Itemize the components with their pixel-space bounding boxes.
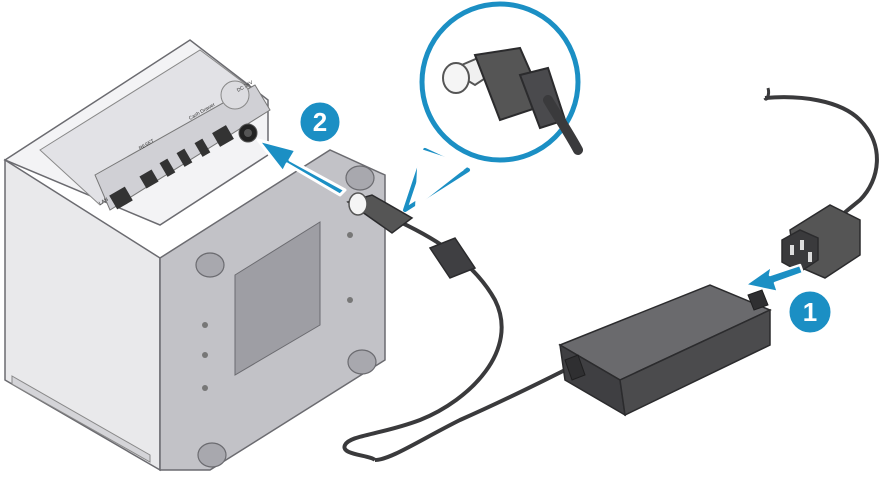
step-2-badge: 2 (297, 99, 343, 145)
port-label-lan: LAN (98, 196, 110, 206)
dc-cable (342, 192, 576, 462)
ac-power-cord-icon (763, 87, 879, 279)
arrow-plug-into-adapter-icon (743, 263, 805, 294)
dc-plug-callout-icon (403, 1, 583, 212)
printer-icon: LAN RESET Cash Drawer DC 24V (3, 39, 386, 472)
step-1-number: 1 (803, 297, 817, 327)
power-adapter-icon (558, 284, 772, 417)
step-1-badge: 1 (786, 288, 834, 336)
step-2-number: 2 (313, 107, 327, 137)
arrow-plug-into-printer-icon (256, 138, 347, 197)
